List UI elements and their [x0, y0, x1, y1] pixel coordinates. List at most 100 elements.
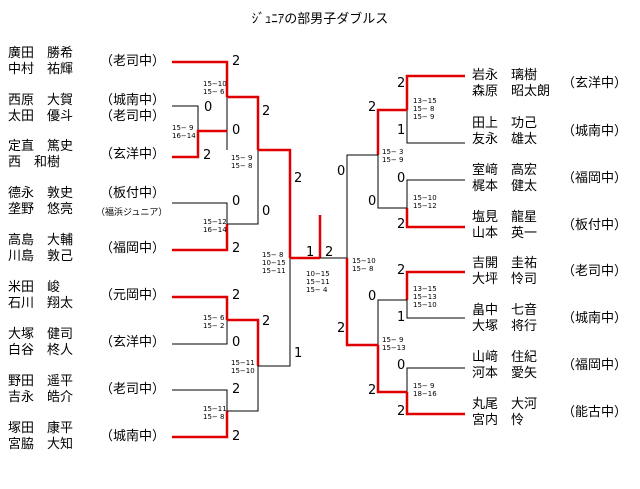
bracket-line — [172, 224, 229, 252]
result-mark: 2 — [397, 263, 406, 278]
club-label: （板付中） — [562, 218, 628, 233]
player-name: 塩見 龍星 — [472, 210, 538, 225]
right-pair-8: 丸尾 大河宮内 怜 — [472, 397, 537, 429]
player-name: 西原 大賀 — [8, 93, 74, 108]
left-pair-7: 大塚 健司白谷 柊人 — [8, 327, 73, 359]
player-name: 高島 大輔 — [8, 233, 74, 248]
club-label: （城南中） — [100, 429, 166, 444]
player-name: 塚田 康平 — [8, 421, 74, 436]
result-mark: 2 — [397, 217, 406, 232]
player-name: 大塚 将行 — [472, 319, 538, 334]
result-mark: 0 — [232, 194, 241, 209]
result-mark: 0 — [368, 194, 377, 209]
player-name: 德永 敦史 — [8, 186, 74, 201]
match-score: 15−11 15− 8 — [203, 405, 227, 421]
bracket-line — [376, 345, 407, 394]
club-label: （老司中） — [562, 264, 628, 279]
left-pair-9: 塚田 康平宮脇 大知 — [8, 421, 73, 453]
bracket-line — [406, 179, 465, 208]
result-mark: 2 — [262, 314, 271, 329]
right-pair-3: 室﨑 高宏梶本 健太 — [472, 163, 537, 195]
bracket-line — [172, 295, 229, 320]
club-label: （元岡中） — [100, 288, 166, 303]
match-score: 15− 9 15− 8 — [231, 154, 253, 170]
match-score: 15−12 16−14 — [203, 218, 227, 234]
player-name: 定直 篤史 — [8, 139, 74, 154]
result-mark: 0 — [337, 164, 346, 179]
player-name: 山﨑 住紀 — [472, 350, 538, 365]
result-mark: 2 — [337, 321, 346, 336]
left-pair-4: 德永 敦史垄野 悠亮 — [8, 186, 73, 218]
left-pair-3: 定直 篤史西 和樹 — [8, 139, 73, 171]
right-pair-2: 田上 功己友永 雄太 — [472, 116, 537, 148]
bracket-line — [227, 95, 260, 150]
match-score: 15−10 15− 6 — [203, 80, 227, 96]
player-name: 大坪 怜司 — [472, 272, 538, 287]
bracket-line — [172, 389, 228, 411]
bracket-line — [258, 258, 291, 367]
result-mark: 2 — [368, 100, 377, 115]
club-label: （玄洋中） — [100, 335, 166, 350]
player-name: 西 和樹 — [8, 155, 61, 170]
result-mark: 1 — [397, 123, 406, 138]
right-pair-4: 塩見 龍星山本 英一 — [472, 210, 537, 242]
player-name: 丸尾 大河 — [472, 397, 538, 412]
result-mark: 2 — [294, 171, 303, 186]
bracket-line — [406, 300, 465, 319]
match-score: 10−15 15−11 15− 4 — [306, 270, 330, 294]
result-mark: 2 — [203, 148, 212, 163]
player-name: 友永 雄太 — [472, 132, 538, 147]
right-pair-7: 山﨑 住紀河本 愛矢 — [472, 350, 537, 382]
player-name: 吉永 皓介 — [8, 390, 74, 405]
player-name: 大塚 健司 — [8, 327, 74, 342]
result-mark: 2 — [262, 104, 271, 119]
club-label: （能古中） — [562, 405, 628, 420]
player-name: 中村 祐輝 — [8, 62, 74, 77]
bracket-line — [376, 108, 407, 155]
club-label: （玄洋中） — [100, 147, 166, 162]
result-mark: 2 — [232, 429, 241, 444]
player-name: 米田 峻 — [8, 280, 61, 295]
player-name: 太田 優斗 — [8, 109, 74, 124]
bracket-line — [172, 105, 199, 131]
match-score: 15−10 15−12 — [413, 194, 437, 210]
result-mark: 1 — [397, 310, 406, 325]
player-name: 畠中 七音 — [472, 303, 538, 318]
result-mark: 2 — [368, 383, 377, 398]
result-mark: 1 — [306, 245, 315, 260]
player-name: 河本 愛矢 — [472, 366, 538, 381]
result-mark: 2 — [232, 54, 241, 69]
bracket-line — [227, 366, 259, 412]
right-pair-5: 吉開 圭祐大坪 怜司 — [472, 256, 537, 288]
bracket-line — [406, 110, 465, 144]
player-name: 岩永 璃樹 — [472, 68, 538, 83]
bracket-line — [406, 367, 465, 392]
match-score: 15−11 15−10 — [231, 359, 255, 375]
result-mark: 0 — [232, 123, 241, 138]
club-label: （福岡中） — [100, 241, 166, 256]
bracket-line — [405, 208, 465, 229]
match-score: 13−15 15− 8 15− 9 — [413, 97, 437, 121]
result-mark: 2 — [397, 76, 406, 91]
bracket-line — [258, 148, 292, 258]
result-mark: 2 — [325, 245, 334, 260]
club-label: （城南中） （老司中） — [100, 93, 166, 124]
club-label: （老司中） — [100, 54, 166, 69]
page-title: ｼﾞｭﾆｱの部男子ダブルス — [251, 12, 389, 27]
bracket-line — [377, 299, 407, 345]
player-name: 野田 遥平 — [8, 374, 74, 389]
match-score: 15− 9 18−16 — [413, 382, 437, 398]
match-score: 13−15 15−13 15−10 — [413, 285, 437, 309]
club-label: （福岡中） — [562, 171, 628, 186]
match-score: 15− 9 16−14 — [172, 124, 196, 140]
player-name: 梶本 健太 — [472, 179, 538, 194]
club-label: （板付中） — [100, 186, 166, 201]
left-pair-6: 米田 峻石川 翔太 — [8, 280, 73, 312]
result-mark: 0 — [397, 171, 406, 186]
result-mark: 0 — [204, 100, 213, 115]
club-label: （老司中） — [100, 382, 166, 397]
match-score: 15− 3 15− 9 — [382, 148, 404, 164]
bracket-line — [345, 258, 378, 347]
result-mark: 2 — [232, 241, 241, 256]
